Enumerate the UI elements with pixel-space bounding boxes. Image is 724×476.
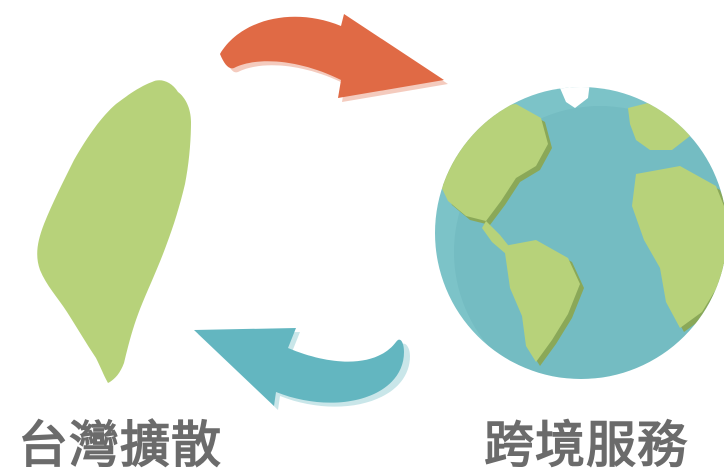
left-label: 台灣擴散 — [18, 416, 222, 474]
right-label: 跨境服務 — [484, 416, 688, 474]
arrow-left-curved-icon — [194, 328, 410, 410]
arrow-right-curved-icon — [220, 14, 448, 102]
taiwan-map-icon — [37, 80, 192, 383]
globe-icon — [435, 87, 724, 379]
